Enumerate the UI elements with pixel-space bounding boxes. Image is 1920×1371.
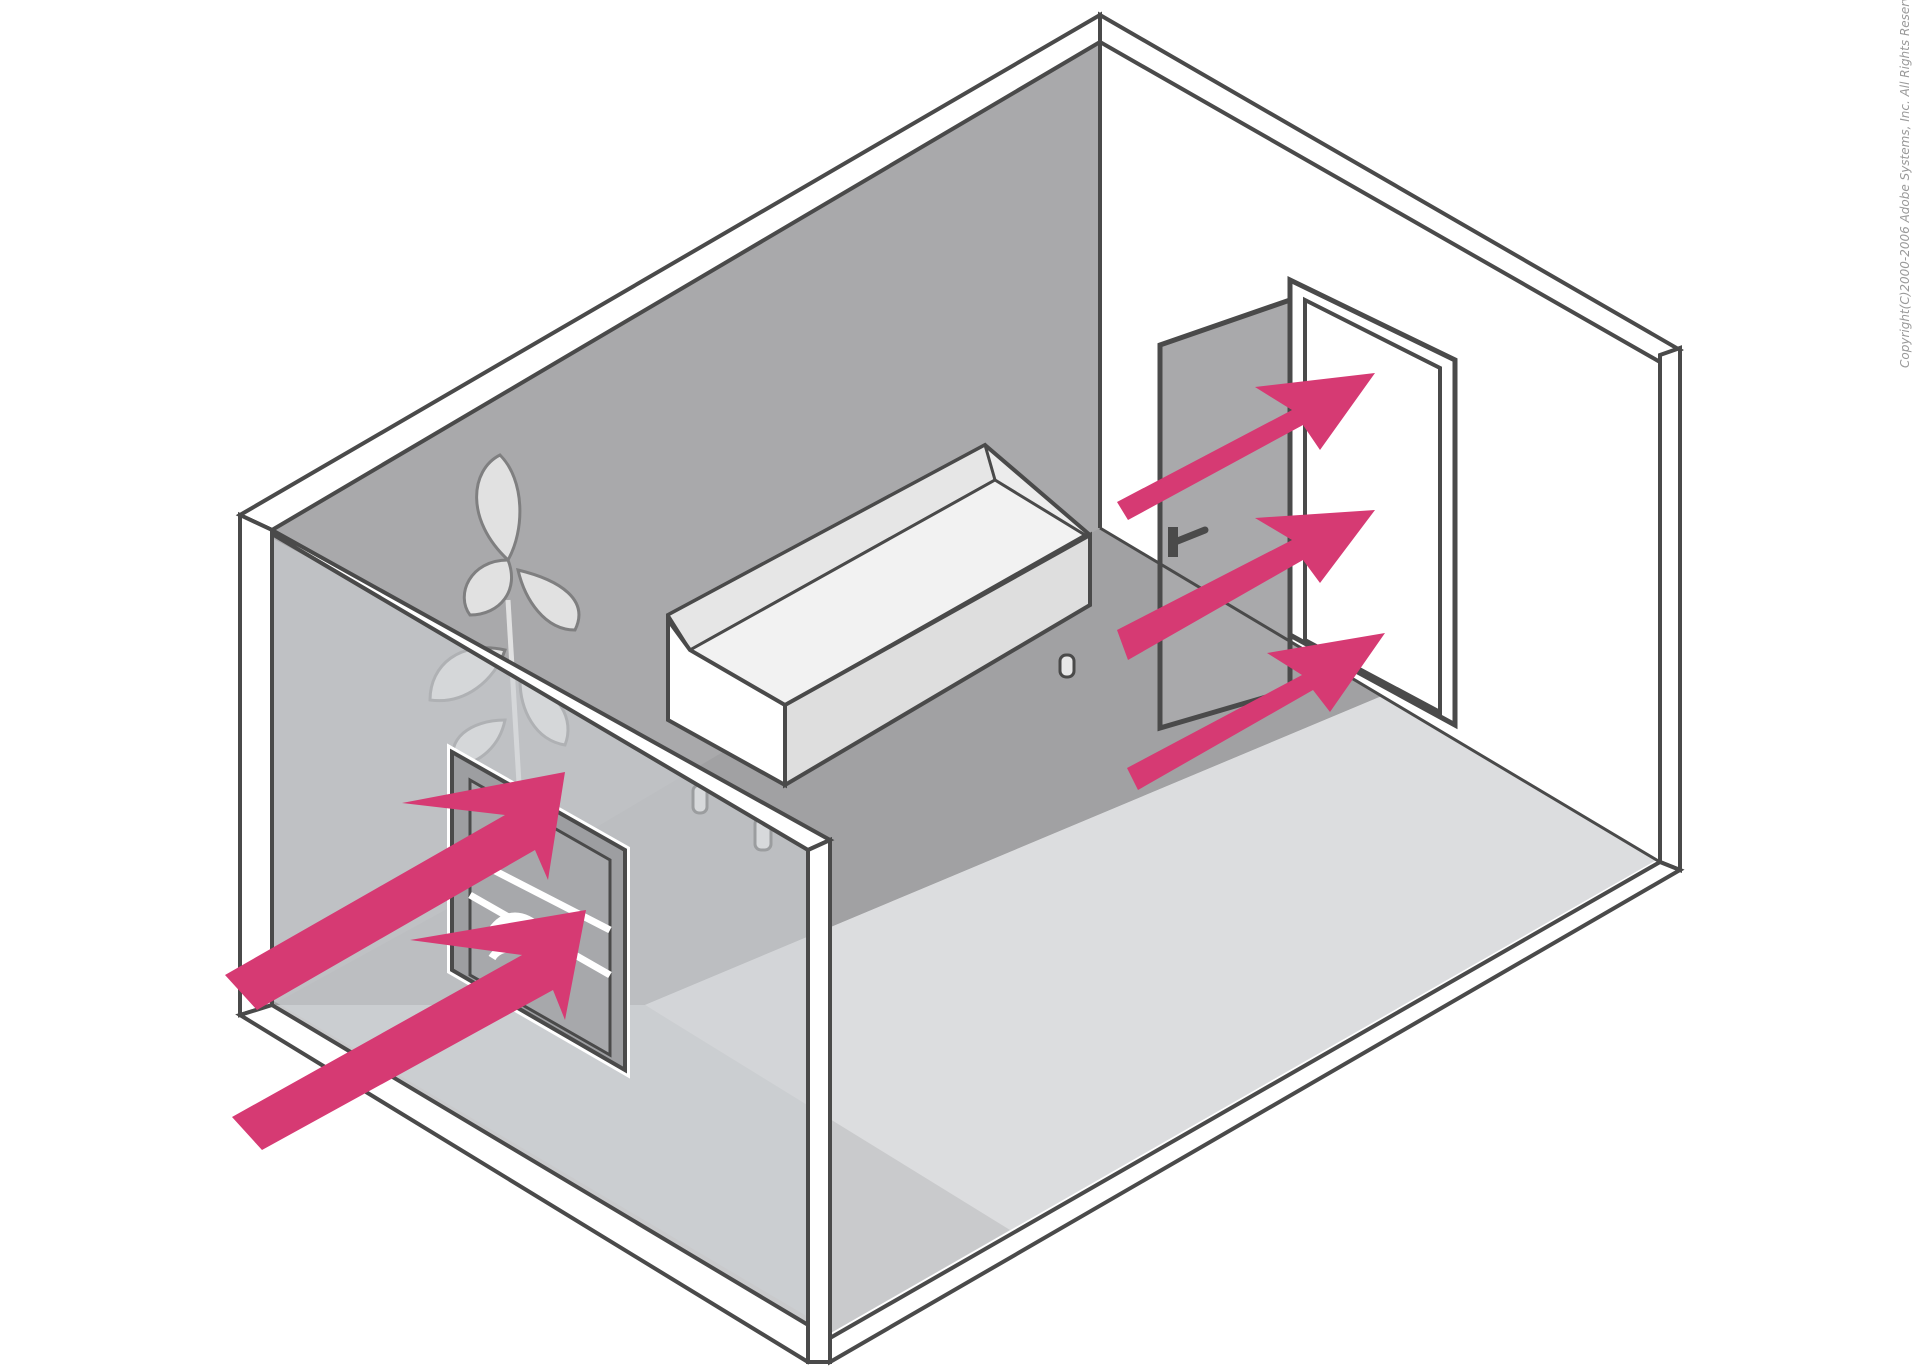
room-edges	[235, 11, 1685, 1366]
outgoing-airflow	[1117, 373, 1385, 790]
incoming-airflow	[225, 772, 586, 1150]
arrow-right-up-icon	[1127, 633, 1385, 790]
sofa-icon	[665, 442, 1092, 852]
door-handle-icon	[1168, 526, 1209, 557]
arrow-right-up-icon	[1117, 510, 1375, 660]
arrow-right-up-icon	[232, 910, 586, 1150]
arrow-right-up-icon	[225, 772, 565, 1010]
arrow-right-up-icon	[1117, 373, 1375, 520]
copyright-notice: Copyright(C)2000-2006 Adobe Systems, Inc…	[1898, 0, 1912, 368]
